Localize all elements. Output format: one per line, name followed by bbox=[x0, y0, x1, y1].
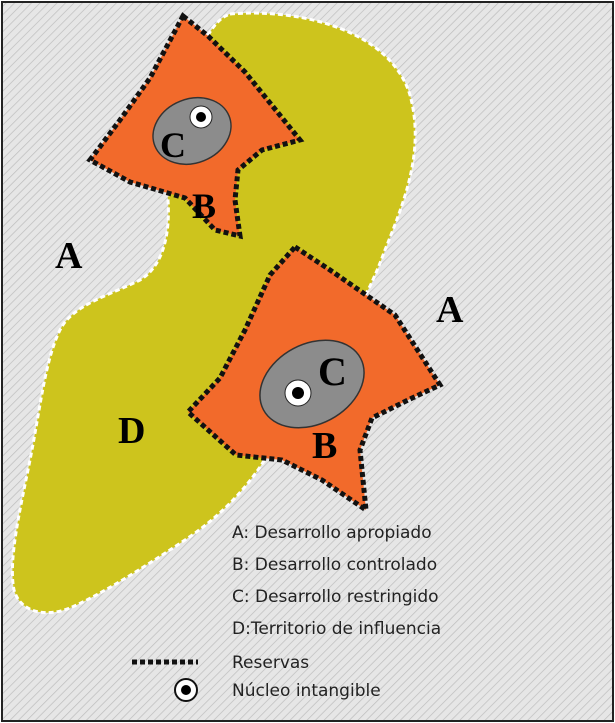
zone-label-c-top: C bbox=[160, 125, 186, 165]
legend: A: Desarrollo apropiado B: Desarrollo co… bbox=[132, 523, 441, 702]
restricted-bottom bbox=[259, 339, 365, 429]
legend-item-reserves: Reservas bbox=[232, 653, 309, 673]
core-marker-icon bbox=[174, 678, 198, 702]
legend-item-d: D:Territorio de influencia bbox=[232, 619, 441, 639]
influence-territory-area bbox=[10, 11, 417, 615]
zone-label-b-top: B bbox=[192, 186, 216, 226]
zone-label-c-bottom: C bbox=[318, 349, 347, 394]
legend-item-b: B: Desarrollo controlado bbox=[232, 555, 437, 575]
core-marker-top bbox=[189, 105, 213, 129]
legend-item-core: Núcleo intangible bbox=[232, 681, 381, 701]
zone-label-b-bottom: B bbox=[312, 425, 337, 467]
legend-item-a: A: Desarrollo apropiado bbox=[232, 523, 432, 543]
zone-label-d: D bbox=[118, 410, 145, 452]
zone-label-a-left: A bbox=[55, 235, 83, 277]
zone-label-a-right: A bbox=[436, 289, 464, 331]
legend-item-c: C: Desarrollo restringido bbox=[232, 587, 439, 607]
core-marker-bottom bbox=[284, 379, 312, 407]
